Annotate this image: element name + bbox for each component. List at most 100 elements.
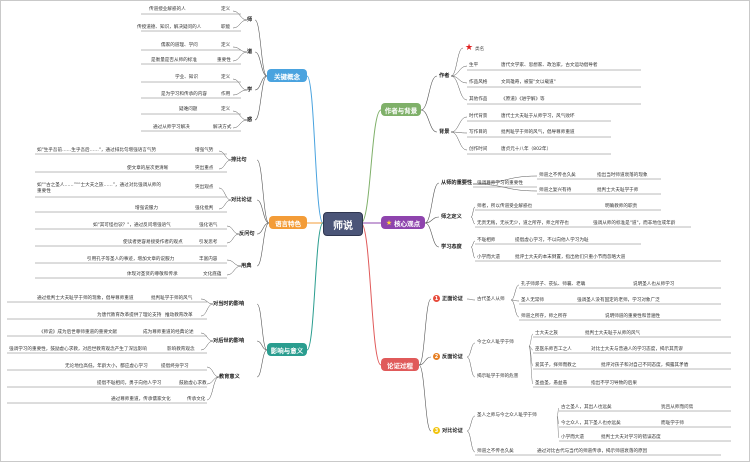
lang-topic: 用典 — [241, 263, 252, 269]
connector — [528, 345, 534, 351]
lang-topic: 对比论证 — [231, 197, 252, 203]
connector — [466, 415, 476, 432]
connector — [556, 415, 560, 439]
connector — [256, 349, 268, 378]
kc-leaf: 传道授业解惑的人 — [149, 7, 186, 12]
infl-topic: 对后世的影响 — [213, 338, 245, 344]
core-leaf: 无贵无贱，无长无少，道之所存，师之所存也 — [477, 221, 569, 226]
connector — [556, 407, 560, 417]
branch-core-views-label: 核心观点 — [394, 219, 421, 228]
connector — [528, 333, 534, 347]
lang-leaf: 使读者更容易接受作者的观点 — [123, 240, 183, 245]
connector — [450, 131, 468, 134]
connector — [218, 150, 232, 161]
arg-leaf: 古代圣人从师 — [477, 297, 505, 302]
connector — [200, 340, 214, 351]
branch-language[interactable]: 语言特色 — [269, 216, 307, 229]
lang-leaf: 增强说服力 — [135, 206, 158, 211]
infl-topic: 教育意义 — [219, 374, 240, 380]
arg-topic: 正面论证 — [442, 296, 463, 302]
infl-leaf-tag: 提倡终身学习 — [161, 364, 189, 369]
arg-leaf: 今之众人耻学于师 — [477, 340, 514, 345]
connector — [256, 340, 268, 351]
connector — [232, 46, 248, 53]
arg-topic: 反面论证 — [442, 354, 463, 360]
connector — [256, 303, 268, 351]
arg-leaf: 说明圣人也从师学习 — [633, 282, 675, 287]
core-leaf: 批判士大夫耻学于师 — [597, 188, 639, 193]
infl-leaf-tag: 鼓励虚心求教 — [179, 381, 207, 386]
connector — [232, 110, 248, 121]
connector — [470, 246, 476, 259]
author-leaf-val: 文风雄奇，被誉"文以载道" — [501, 80, 556, 85]
infl-leaf-tag: 成为尊师重道的经典论述 — [143, 330, 194, 335]
author-leaf-key: 生平 — [469, 63, 479, 68]
connector — [466, 430, 476, 453]
kc-leaf: 是为学习和传承的内容 — [161, 92, 207, 97]
arg-leaf: 犹且从师而问焉 — [661, 405, 694, 410]
arg-leaf: 士大夫之族 — [535, 331, 558, 336]
branch-author-background[interactable]: 作者与背景 — [381, 103, 421, 116]
connector — [256, 159, 270, 224]
arg-leaf: 强调圣人没有固定的老师，学习对象广泛 — [577, 298, 660, 303]
connector — [470, 216, 476, 225]
lang-leaf: 引用孔子等圣人的事迹，增加文章的说服力 — [87, 257, 175, 262]
arg-leaf: 批判士大夫耻于从师的风气 — [585, 331, 641, 336]
branch-core-views[interactable]: ★核心观点 — [381, 216, 425, 229]
arg-leaf: 师道之所存，师之所存 — [521, 314, 567, 319]
connector — [232, 51, 248, 62]
star-icon: ★ — [385, 218, 393, 227]
branch-influence[interactable]: 影响与意义 — [267, 343, 307, 356]
connector — [424, 182, 440, 224]
arg-leaf: 圣人无常师 — [521, 298, 544, 303]
connector — [470, 206, 476, 218]
arg-leaf: 圣人之师与今之众人耻学于师 — [477, 413, 537, 418]
infl-leaf-tag: 影响教育观念 — [167, 347, 195, 352]
core-leaf: 师者，所以传道受业解惑也 — [477, 204, 533, 209]
arg-leaf: 爱其子，择师而教之 — [535, 363, 577, 368]
author-leaf-key: 其他作品 — [469, 97, 488, 102]
arg-leaf: 孔子师郯子、苌弘、师襄、老聃 — [521, 282, 586, 287]
connector — [254, 51, 268, 77]
core-leaf: 师道之复兴有待 — [539, 188, 572, 193]
badge-1: 1 — [433, 295, 440, 302]
connector — [528, 345, 534, 385]
kc-leaf-tag: 定义 — [221, 107, 231, 112]
star-icon: ★ — [465, 43, 474, 53]
lang-leaf-tag: 突出观点 — [195, 185, 214, 190]
arg-topic: 对比论证 — [442, 428, 463, 434]
author-leaf-key: 作品风格 — [469, 80, 488, 85]
bg-leaf-key: 创作时间 — [469, 147, 488, 152]
kc-leaf-tag: 职能 — [221, 25, 231, 30]
connector — [466, 356, 476, 378]
infl-leaf-tag: 批判耻学于师的风气 — [151, 296, 193, 301]
background-label: 背景 — [439, 129, 450, 135]
infl-leaf: 《师说》成为后世尊师重道的重要文献 — [39, 330, 118, 335]
connector — [206, 376, 220, 385]
connector — [510, 299, 520, 318]
arg-leaf: 批判士大夫对学习的错误态度 — [601, 435, 661, 440]
lang-leaf-tag: 文化底蕴 — [203, 272, 222, 277]
kc-leaf: 是衡量是否从师的标准 — [151, 58, 197, 63]
connector — [200, 303, 214, 317]
lang-leaf-tag: 突出重点 — [195, 166, 214, 171]
core-leaf: 明确教师的职责 — [605, 204, 638, 209]
arg-leaf: 小学而大遗 — [561, 435, 584, 440]
core-leaf: 提倡虚心学习，不以向他人学习为耻 — [515, 238, 589, 243]
infl-leaf: 为唐代教育改革提供了理论支持 — [97, 313, 162, 318]
connector — [466, 342, 476, 358]
branch-key-concepts[interactable]: 关键概念 — [267, 69, 307, 82]
arg-leaf: 巫医乐师百工之人 — [535, 347, 572, 352]
connector — [306, 222, 324, 351]
connector — [254, 75, 268, 121]
center-node[interactable]: 师说 — [323, 212, 363, 236]
lang-leaf-tag: 引发思考 — [199, 240, 218, 245]
connector — [472, 183, 538, 192]
kc-leaf-tag: 定义 — [221, 43, 231, 48]
infl-leaf: 强调学习的重要性，鼓励虚心求教，对后世教育观念产生了深远影响 — [9, 347, 147, 352]
lang-leaf-tag: 强化语气 — [199, 223, 218, 228]
lang-topic: 排比句 — [231, 157, 247, 163]
connector — [306, 75, 324, 224]
author-kind-mark: 类名 — [475, 47, 485, 52]
branch-argument[interactable]: 论证过程 — [381, 358, 419, 371]
